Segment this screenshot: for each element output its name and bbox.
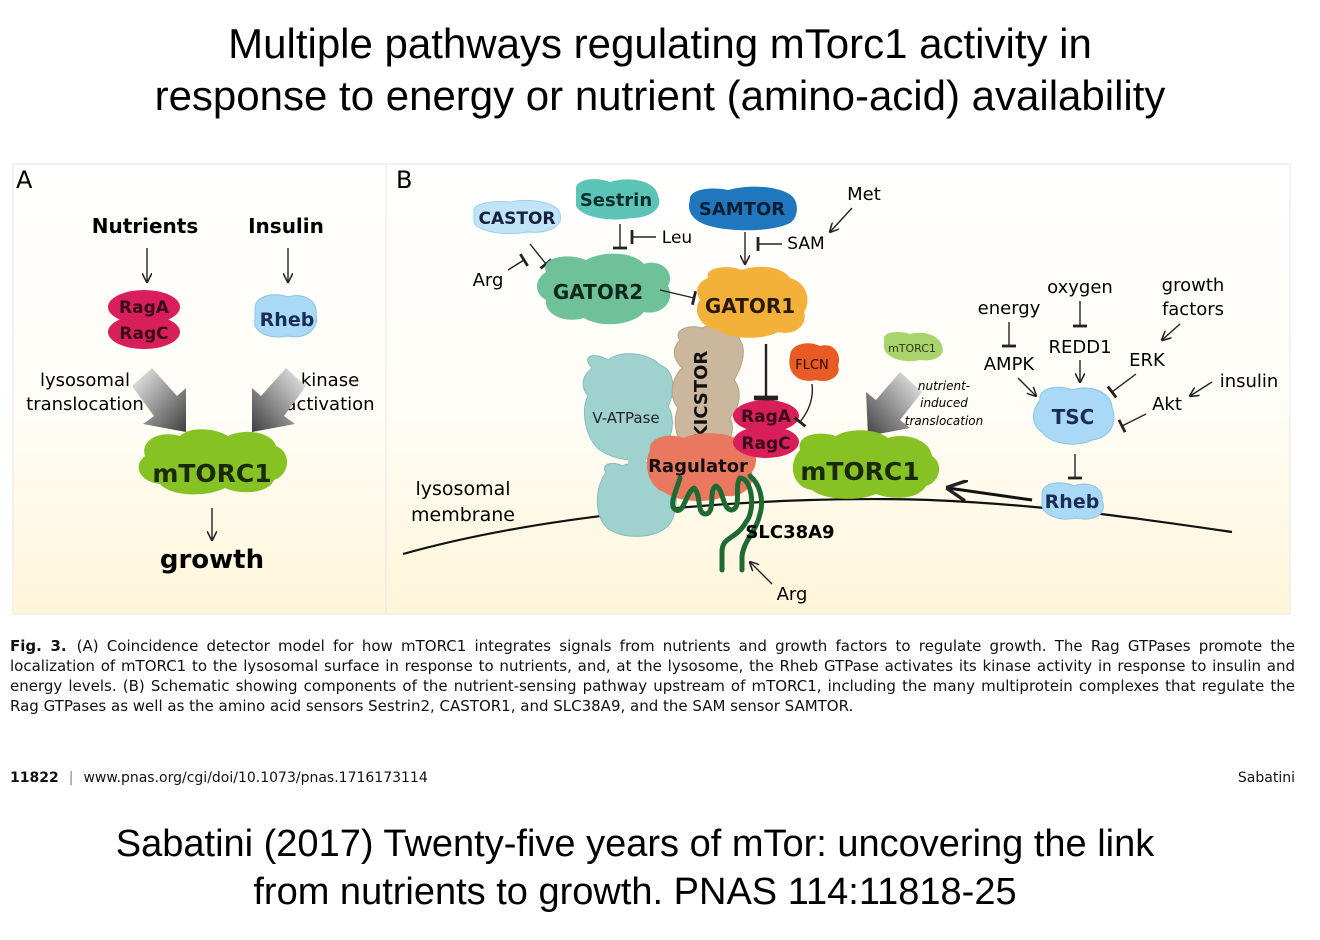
kicstor-label: KICSTOR [691,351,712,440]
panel-b: B lysosomal membrane V-ATPase KICSTOR Ra… [385,163,1291,615]
castor-inhibits-gator2-line [529,243,553,270]
growth-label-a: growth [160,545,264,575]
membrane-label-b: membrane [411,504,515,526]
mtorc1-label-a: mTORC1 [152,459,271,488]
lysosomal-membrane-line [402,497,1233,556]
met-label: Met [847,184,881,205]
page-number: 11822 [10,770,59,786]
insulin-label-b: insulin [1220,371,1279,392]
ampk-to-tsc-arrow [1017,377,1036,396]
rag-complex-b: RagA RagC [733,400,799,458]
ragc-label-a: RagC [119,324,168,344]
castor-blob: CASTOR [473,200,562,235]
growth-factors-label-2: factors [1162,299,1224,320]
citation: Sabatini (2017) Twenty-five years of mTo… [0,820,1270,916]
activation-label-a: activation [285,394,374,415]
slc38a9-transporter: SLC38A9 Arg [670,473,835,605]
insulin-label: Insulin [248,214,324,238]
mtorc1-blob-b: mTORC1 [792,430,940,499]
gator2-label: GATOR2 [553,280,643,304]
gator2-complex: GATOR2 [536,253,671,325]
citation-line-1: Sabatini (2017) Twenty-five years of mTo… [115,823,1155,865]
ragulator-label: Ragulator [648,456,748,477]
kinase-label-a: kinase [301,370,359,391]
rheb-label-a: Rheb [260,309,315,331]
title-line-1: Multiple pathways regulating mTorc1 acti… [228,20,1092,67]
growth-factors-label-1: growth [1162,275,1225,296]
growth-factors-to-erk-arrow [1162,323,1181,340]
nutrient-induced-translocation-arrow [866,372,922,436]
raga-label-a: RagA [119,298,170,318]
nutrient-induced-label-2: induced [920,396,968,410]
pathway-figure: A Nutrients Insulin RagA RagC Rheb lysos… [12,163,1291,615]
akt-inhibits-tsc-line [1117,413,1147,433]
rheb-blob-b: Rheb [1041,482,1104,520]
energy-label: energy [978,298,1041,319]
ragc-label-b: RagC [741,434,790,454]
rheb-blob-a: Rheb [254,294,318,338]
slc38a9-label: SLC38A9 [745,522,834,543]
nutrient-induced-label-1: nutrient- [918,379,970,393]
mtorc1-blob-a: mTORC1 [138,429,288,495]
figure-caption: Fig. 3.(A) Coincidence detector model fo… [10,636,1295,716]
sam-label: SAM [787,234,824,254]
panel-b-letter: B [396,166,412,194]
lysosomal-label-b: lysosomal [416,478,511,500]
sestrin-blob: Sestrin [575,179,660,220]
footer-author: Sabatini [1237,770,1295,786]
lysosomal-translocation-arrow [132,368,186,432]
gator1-label: GATOR1 [705,294,795,318]
flcn-to-rag-arrow [793,383,814,428]
v-atpase-label: V-ATPase [592,409,659,427]
met-to-sam-arrow [830,207,853,232]
erk-label: ERK [1129,350,1166,371]
title-line-2: response to energy or nutrient (amino-ac… [154,72,1166,119]
insulin-to-akt-arrow [1190,381,1213,396]
lysosomal-label-a: lysosomal [40,370,130,391]
ragulator-complex: Ragulator [646,433,757,501]
mtorc1-small-label: mTORC1 [888,342,936,355]
doi-url[interactable]: www.pnas.org/cgi/doi/10.1073/pnas.171617… [83,770,428,786]
rheb-activates-mtorc1-arrow [948,488,1033,502]
panel-a: A Nutrients Insulin RagA RagC Rheb lysos… [12,163,387,615]
kicstor-complex: KICSTOR [671,325,744,453]
mtorc1-label-b: mTORC1 [800,457,919,486]
oxygen-label: oxygen [1047,277,1113,298]
kinase-activation-arrow [252,368,306,432]
ampk-label: AMPK [984,354,1036,375]
panel-a-letter: A [16,166,33,194]
arg-top-label: Arg [473,270,504,291]
flcn-blob: FLCN [789,343,840,428]
erk-inhibits-tsc-line [1106,373,1137,399]
nutrients-label: Nutrients [92,214,199,238]
rag-complex-a: RagA RagC [108,290,180,349]
leu-label: Leu [662,228,692,248]
slide-title: Multiple pathways regulating mTorc1 acti… [0,18,1320,122]
rheb-label-b: Rheb [1045,491,1100,513]
redd1-label: REDD1 [1048,337,1111,358]
citation-line-2: from nutrients to growth. PNAS 114:11818… [253,871,1017,913]
arg-bottom-label: Arg [777,584,808,605]
tsc-complex: TSC [1033,386,1115,445]
arg-inhibits-castor-line [507,253,529,271]
akt-label: Akt [1152,394,1182,415]
samtor-blob: SAMTOR [688,186,797,231]
translocation-label-a: translocation [26,394,144,415]
caption-label: Fig. 3. [10,637,67,655]
gator2-inhibits-gator1-line [659,289,697,306]
footer-separator: | [68,770,74,786]
caption-text: (A) Coincidence detector model for how m… [10,637,1296,715]
page-footer: 11822 | www.pnas.org/cgi/doi/10.1073/pnas.… [10,770,1295,790]
castor-label: CASTOR [478,209,555,229]
sestrin-label: Sestrin [580,190,652,211]
samtor-label: SAMTOR [699,199,785,220]
raga-label-b: RagA [741,407,792,427]
nutrient-induced-label-3: translocation [905,414,983,428]
flcn-label: FLCN [795,358,829,373]
tsc-label: TSC [1052,405,1095,429]
gator1-complex: GATOR1 [696,266,808,338]
arg-to-slc38a9-arrow [750,562,773,585]
mtorc1-small-blob: mTORC1 [883,332,943,362]
